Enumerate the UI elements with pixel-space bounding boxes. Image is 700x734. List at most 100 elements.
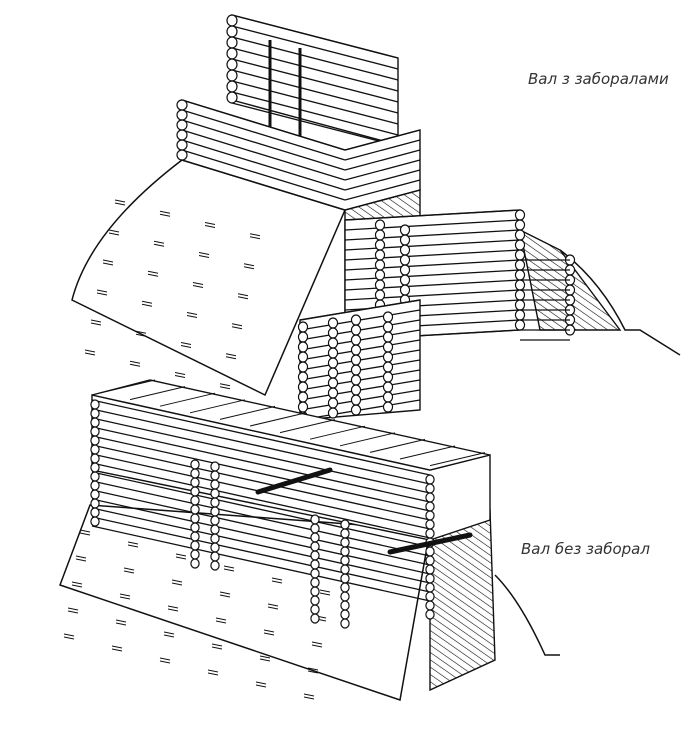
earth-mark <box>175 553 187 557</box>
log-end <box>350 344 362 356</box>
earth-mark <box>167 605 179 609</box>
earth-mark <box>192 285 204 288</box>
log-end <box>425 573 435 584</box>
log-line <box>344 189 421 211</box>
earth-mark <box>311 641 323 645</box>
log-line <box>91 507 431 584</box>
log-line <box>344 229 521 241</box>
log-line <box>299 299 421 321</box>
log-line <box>181 139 346 191</box>
earth-mark <box>115 619 127 623</box>
earth-mark <box>204 225 216 228</box>
earth-mark <box>243 266 255 270</box>
log-line <box>231 80 399 125</box>
earth-mark <box>259 658 271 662</box>
earth-mark <box>175 556 187 560</box>
earth-mark <box>207 672 219 676</box>
log-end <box>90 516 100 527</box>
log-end <box>176 149 188 161</box>
log-end <box>176 119 188 131</box>
log-line <box>91 417 431 494</box>
log-end <box>297 321 309 333</box>
log-end <box>340 555 350 566</box>
earth-mark <box>174 375 186 378</box>
log-line <box>181 129 346 181</box>
deck-log <box>159 392 216 407</box>
log-line <box>344 149 421 171</box>
earth-mark <box>108 229 120 233</box>
log-end <box>327 367 339 379</box>
log-end <box>190 540 200 551</box>
log-end <box>210 533 220 544</box>
log-end <box>190 477 200 488</box>
log-end <box>90 462 100 473</box>
earth-mark <box>255 684 267 688</box>
log-end <box>374 269 386 281</box>
log-end <box>210 551 220 562</box>
log-end <box>226 36 238 49</box>
log-line <box>344 169 421 191</box>
log-end <box>327 387 339 399</box>
log-end <box>514 309 526 321</box>
log-end <box>350 354 362 366</box>
label-rampart-with-parapets: Вал з заборалами <box>528 70 669 88</box>
earth-mark <box>237 296 249 300</box>
earth-mark <box>167 608 179 612</box>
earth-mark <box>231 323 243 327</box>
earth-mark <box>231 326 243 330</box>
earth-mark <box>180 345 192 348</box>
log-end <box>514 319 526 331</box>
log-end <box>514 239 526 251</box>
log-line <box>344 209 521 221</box>
log-end <box>382 371 394 383</box>
log-end <box>190 495 200 506</box>
earth-mark <box>271 580 283 584</box>
log-end <box>514 249 526 261</box>
log-line <box>344 159 421 181</box>
earth-mark <box>198 255 210 258</box>
log-line <box>231 58 399 103</box>
deck-log <box>429 452 486 467</box>
log-end <box>310 514 320 525</box>
rampart-with-parapets <box>71 14 681 423</box>
log-end <box>190 558 200 569</box>
log-line <box>91 462 431 539</box>
log-end <box>340 573 350 584</box>
earth-mark <box>141 300 153 304</box>
log-end <box>340 600 350 611</box>
earth-mark <box>223 565 235 569</box>
earth-mark <box>90 322 102 326</box>
deck-log <box>249 412 306 427</box>
log-end <box>90 507 100 518</box>
earth-mark <box>223 568 235 572</box>
log-line <box>344 219 521 231</box>
log-end <box>425 510 435 521</box>
earth-mark <box>84 349 96 353</box>
log-end <box>297 401 309 413</box>
earth-mark <box>319 589 331 593</box>
log-end <box>190 459 200 470</box>
earth-mark <box>123 570 135 574</box>
earth-mark <box>114 199 126 203</box>
log-line <box>344 139 421 161</box>
log-end <box>327 327 339 339</box>
log-end <box>176 139 188 151</box>
log-line <box>91 399 431 476</box>
earth-mark <box>71 581 83 585</box>
log-end <box>425 519 435 530</box>
log-end <box>310 523 320 534</box>
log-end <box>425 483 435 494</box>
log-end <box>90 399 100 410</box>
earth-mark <box>96 292 108 296</box>
deck-log <box>309 425 366 440</box>
log-end <box>310 559 320 570</box>
log-line <box>181 109 346 161</box>
earth-mark <box>84 352 96 356</box>
log-end <box>226 25 238 38</box>
log-end <box>210 542 220 553</box>
log-line <box>344 259 521 271</box>
earth-mark <box>174 372 186 375</box>
deck-log <box>99 379 156 394</box>
rampart-without-parapets <box>59 379 560 701</box>
earth-mark <box>63 633 75 637</box>
